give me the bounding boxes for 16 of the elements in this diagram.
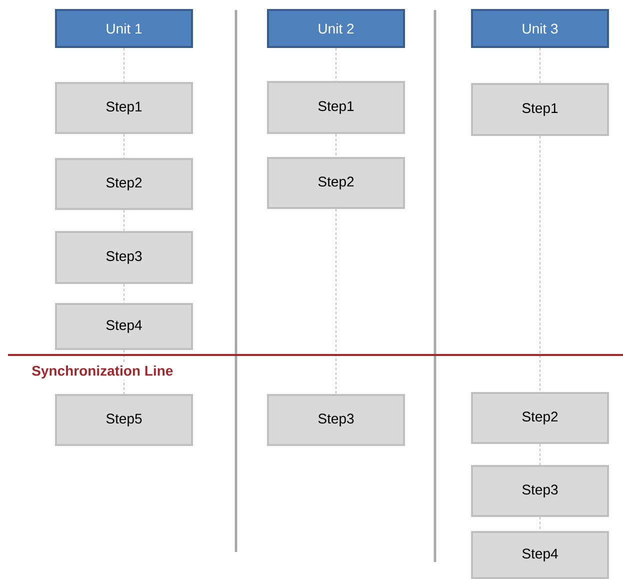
step-box: Step1 — [267, 81, 405, 134]
unit-header-box: Unit 1 — [55, 9, 193, 48]
step-box: Step3 — [267, 394, 405, 446]
step-box: Step2 — [55, 158, 193, 210]
step-box: Step5 — [55, 394, 193, 446]
step-box: Step2 — [267, 157, 405, 209]
step-box: Step1 — [55, 82, 193, 134]
unit-header-box: Unit 3 — [471, 9, 609, 48]
step-box: Step2 — [471, 392, 609, 444]
step-box: Step3 — [55, 231, 193, 284]
step-box: Step4 — [55, 303, 193, 350]
step-box: Step3 — [471, 465, 609, 517]
step-box: Step4 — [471, 531, 609, 579]
unit-header-box: Unit 2 — [267, 9, 405, 48]
step-box: Step1 — [471, 83, 609, 136]
line-label: Synchronization Line — [30, 364, 174, 380]
